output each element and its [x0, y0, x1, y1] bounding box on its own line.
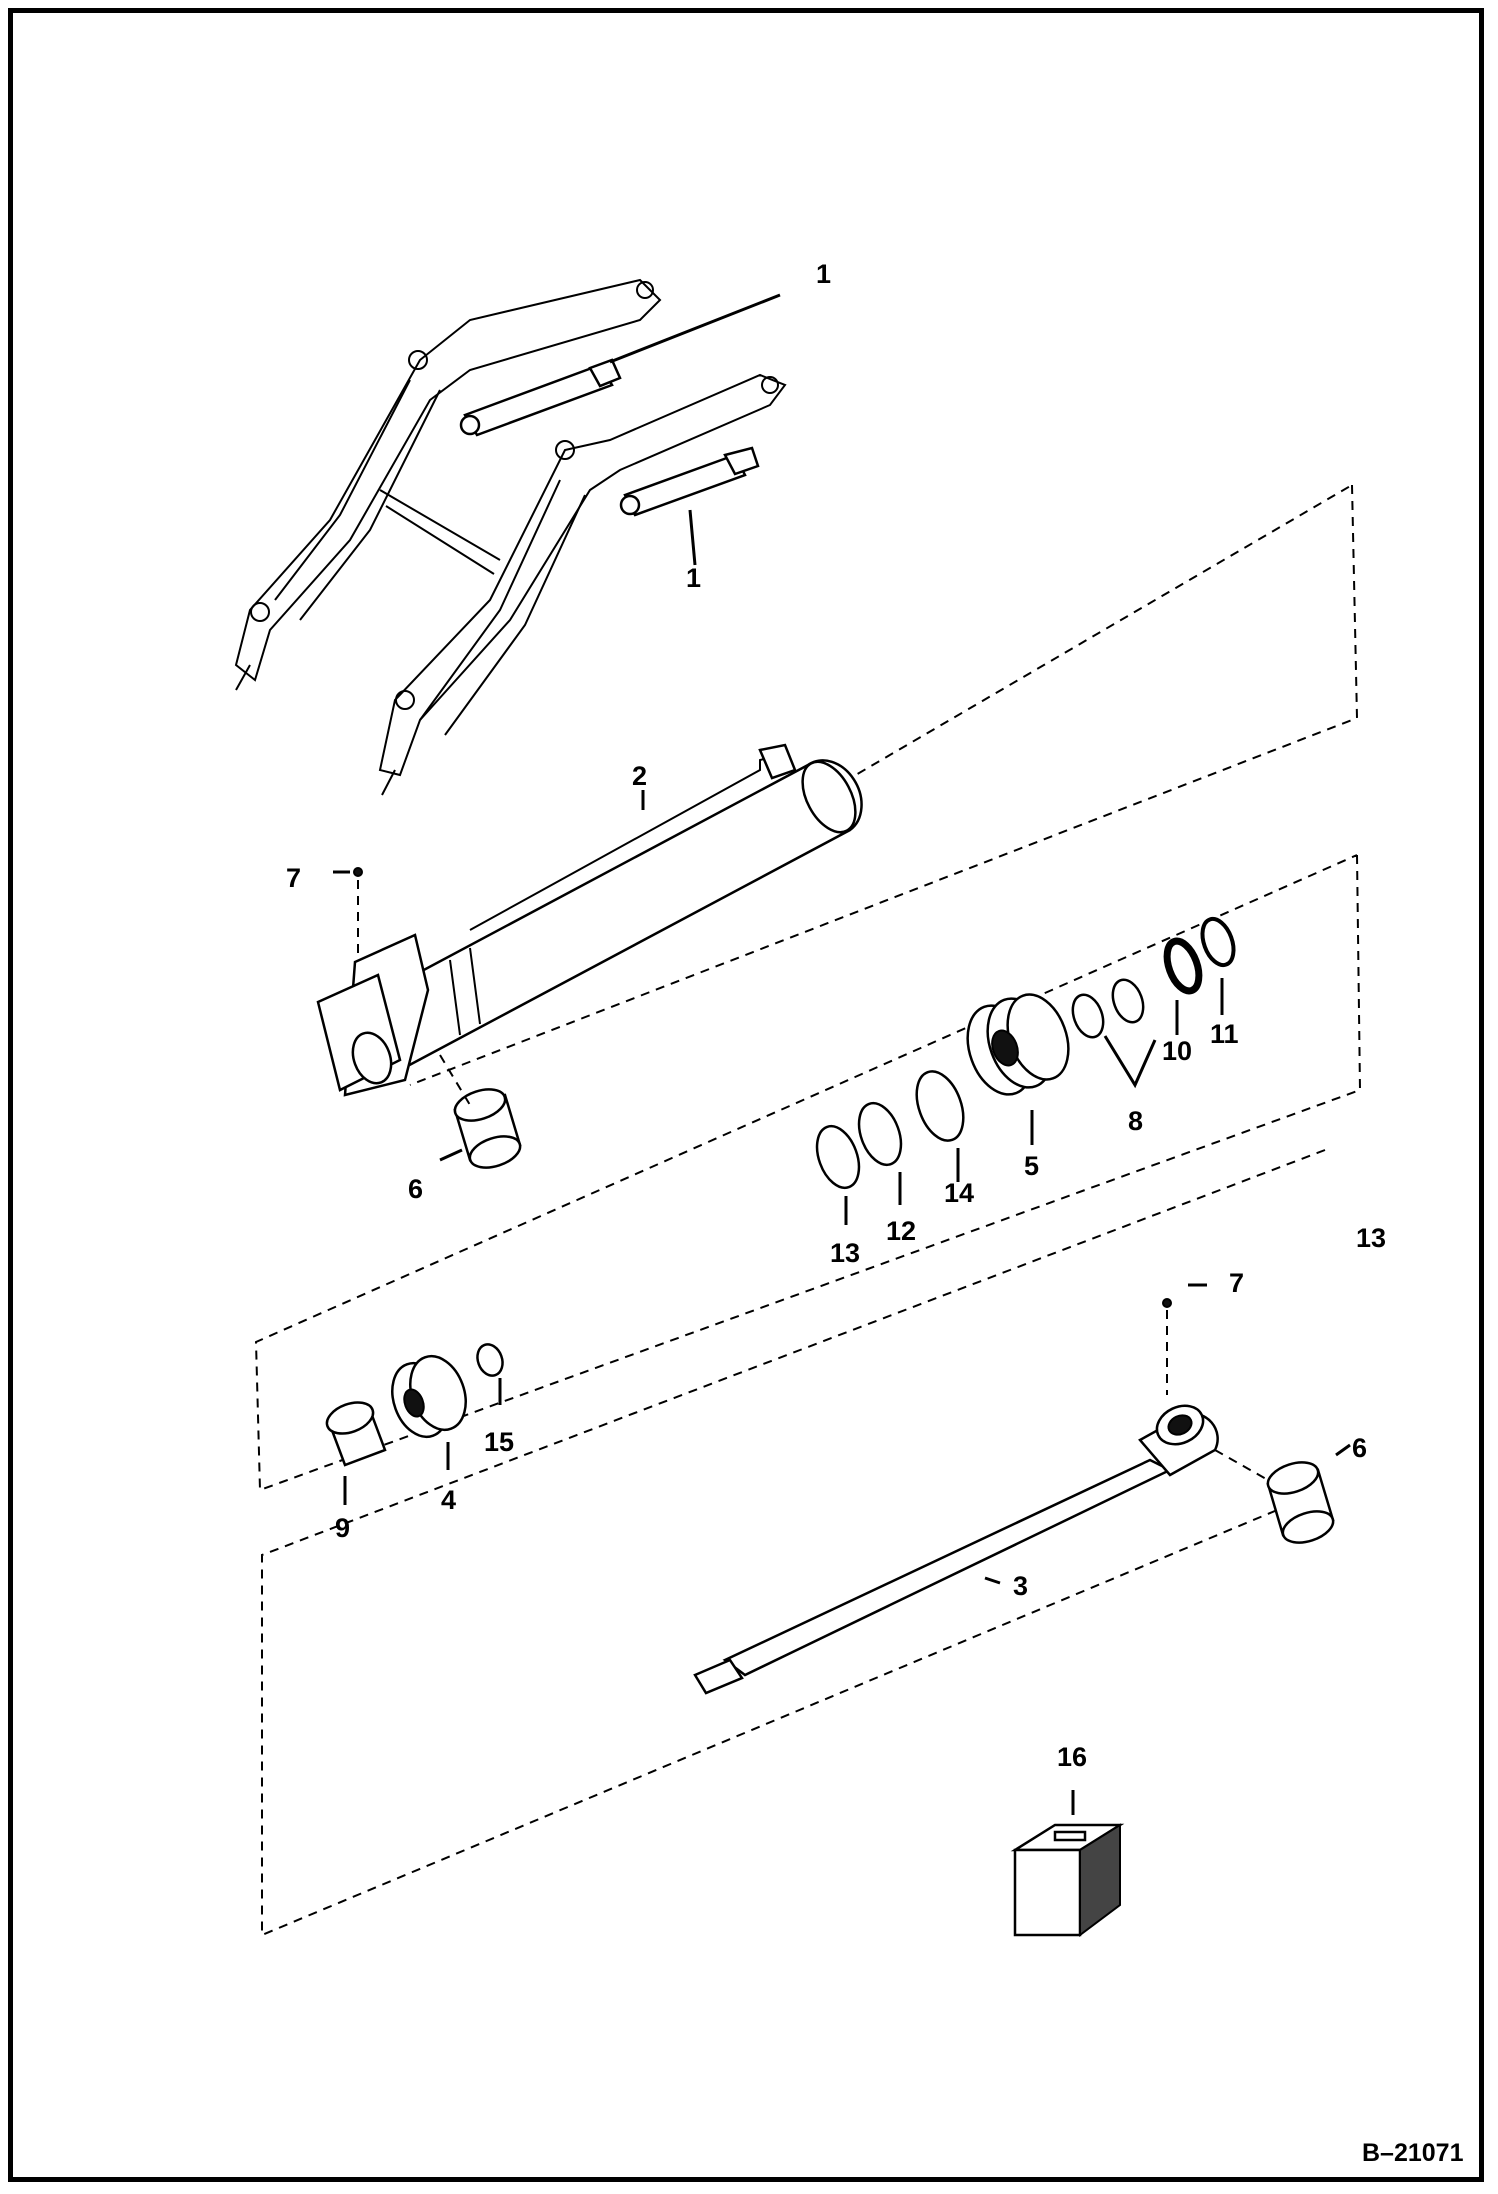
lift-cylinder-front: [619, 446, 760, 517]
callout-6-lower: 6: [1352, 1433, 1367, 1463]
callout-labels: 1 1 2 7 6 5 8 10 11 13 12 14 13 7 6 15 4…: [286, 259, 1386, 1772]
piston: [966, 993, 1070, 1096]
callout-11: 11: [1210, 1019, 1239, 1049]
callout-8: 8: [1128, 1106, 1143, 1136]
wiper-seal: [325, 1401, 387, 1467]
callout-1-lower: 1: [686, 563, 701, 593]
piston-rod: [693, 1298, 1219, 1695]
cylinder-barrel: [316, 743, 863, 1097]
seal-rings: [815, 916, 1236, 1190]
diagram-border: [8, 8, 1484, 2182]
bushing-upper: [453, 1088, 522, 1169]
callout-1-upper: 1: [816, 259, 831, 289]
leader-lines: [333, 293, 1351, 1815]
callout-7-upper: 7: [286, 863, 301, 893]
callout-9: 9: [335, 1513, 350, 1543]
cylinder-head: [391, 1354, 467, 1439]
callout-13-right: 13: [1356, 1223, 1386, 1253]
callout-12: 12: [886, 1216, 916, 1246]
callout-14: 14: [944, 1178, 974, 1208]
callout-6-upper: 6: [408, 1174, 423, 1204]
callout-16: 16: [1057, 1742, 1087, 1772]
callout-5: 5: [1024, 1151, 1039, 1181]
seal-kit-box: [1010, 1823, 1125, 1937]
callout-4: 4: [441, 1485, 456, 1515]
o-ring-small: [476, 1343, 504, 1377]
callout-7-lower: 7: [1229, 1268, 1244, 1298]
exploded-group-outlines: [254, 484, 1362, 1937]
callout-3: 3: [1013, 1571, 1028, 1601]
callout-10: 10: [1162, 1036, 1192, 1066]
lift-cylinder-rear: [459, 358, 622, 437]
document-number: B–21071: [1362, 2139, 1464, 2167]
bushing-lower: [1266, 1461, 1335, 1544]
callout-15: 15: [484, 1427, 514, 1457]
callout-2: 2: [632, 761, 647, 791]
callout-13-ring: 13: [830, 1238, 860, 1268]
lift-arm-assembly: [234, 278, 787, 796]
